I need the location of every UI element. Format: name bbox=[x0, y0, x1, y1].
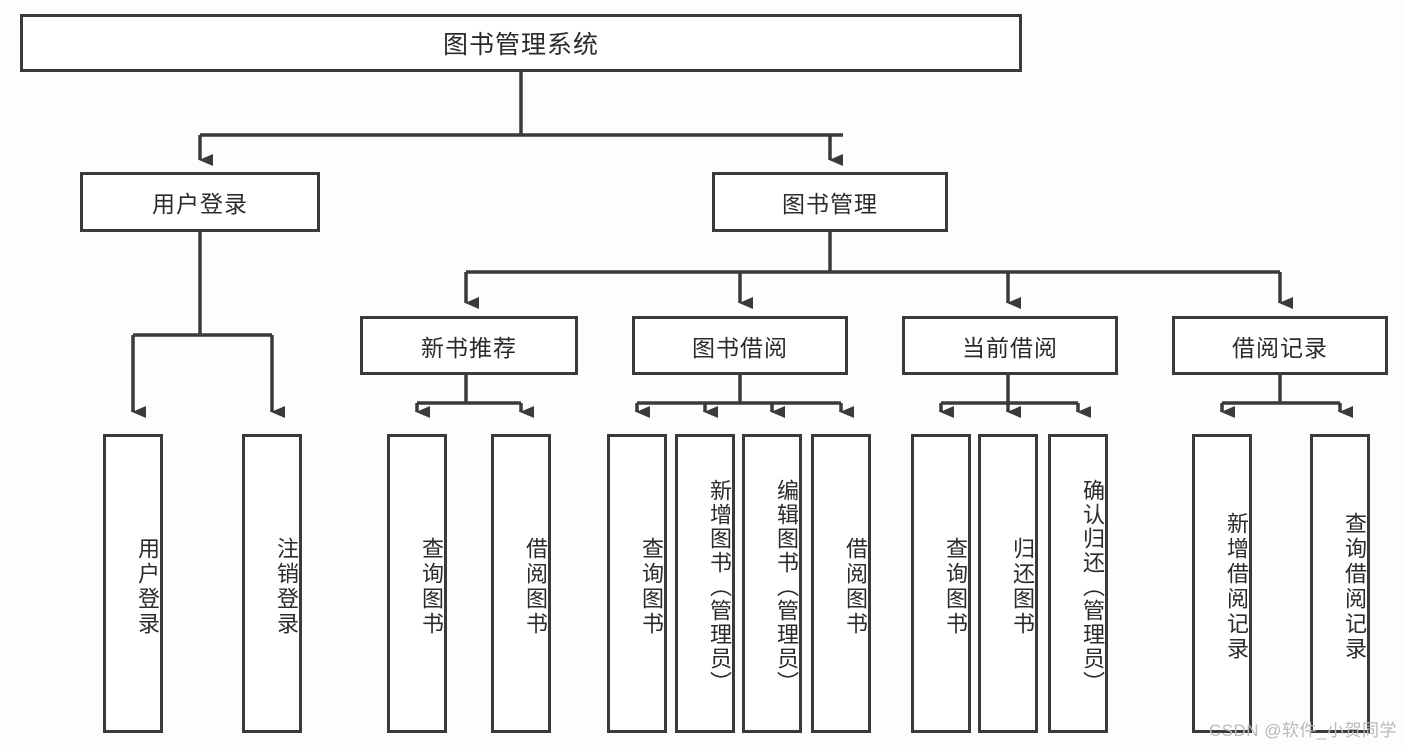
watermark: CSDN @软件_小贺同学 bbox=[1208, 721, 1397, 740]
leaf-borrow-book-recommend-label: 借阅图书 bbox=[523, 536, 548, 637]
leaf-return-book[interactable]: 归还图书 bbox=[978, 434, 1038, 733]
leaf-query-book-borrow-label: 查询图书 bbox=[639, 536, 664, 637]
leaf-confirm-return-admin[interactable]: 确认归还（管理员） bbox=[1048, 434, 1108, 733]
node-book-management[interactable]: 图书管理 bbox=[712, 172, 948, 232]
leaf-add-book-admin-label: 新增图书（管理员） bbox=[707, 478, 732, 695]
leaf-query-book-current[interactable]: 查询图书 bbox=[911, 434, 971, 733]
leaf-query-borrow-record-label: 查询借阅记录 bbox=[1342, 511, 1367, 662]
node-user-login[interactable]: 用户登录 bbox=[80, 172, 320, 232]
node-book-borrow[interactable]: 图书借阅 bbox=[632, 316, 848, 375]
node-user-login-label: 用户登录 bbox=[152, 191, 248, 217]
leaf-user-login[interactable]: 用户登录 bbox=[103, 434, 163, 733]
leaf-logout-label: 注销登录 bbox=[274, 536, 299, 637]
leaf-query-book-current-label: 查询图书 bbox=[943, 536, 968, 637]
node-borrow-record[interactable]: 借阅记录 bbox=[1172, 316, 1388, 375]
leaf-user-login-label: 用户登录 bbox=[135, 536, 160, 637]
leaf-borrow-book[interactable]: 借阅图书 bbox=[811, 434, 871, 733]
leaf-confirm-return-admin-label: 确认归还（管理员） bbox=[1080, 478, 1105, 695]
node-book-borrow-label: 图书借阅 bbox=[692, 334, 788, 361]
node-book-management-label: 图书管理 bbox=[782, 191, 878, 217]
leaf-query-book-borrow[interactable]: 查询图书 bbox=[607, 434, 667, 733]
leaf-edit-book-admin-label: 编辑图书（管理员） bbox=[774, 478, 799, 695]
node-root-label: 图书管理系统 bbox=[442, 31, 599, 59]
leaf-borrow-book-label: 借阅图书 bbox=[843, 536, 868, 637]
leaf-return-book-label: 归还图书 bbox=[1010, 536, 1035, 637]
node-root[interactable]: 图书管理系统 bbox=[20, 14, 1022, 72]
node-new-book-recommend[interactable]: 新书推荐 bbox=[360, 316, 578, 375]
node-new-book-recommend-label: 新书推荐 bbox=[421, 334, 517, 361]
leaf-query-book-recommend[interactable]: 查询图书 bbox=[387, 434, 447, 733]
leaf-query-borrow-record[interactable]: 查询借阅记录 bbox=[1310, 434, 1370, 733]
node-current-borrow-label: 当前借阅 bbox=[962, 334, 1058, 361]
leaf-add-borrow-record[interactable]: 新增借阅记录 bbox=[1192, 434, 1252, 733]
leaf-borrow-book-recommend[interactable]: 借阅图书 bbox=[491, 434, 551, 733]
leaf-logout[interactable]: 注销登录 bbox=[242, 434, 302, 733]
node-current-borrow[interactable]: 当前借阅 bbox=[902, 316, 1118, 375]
leaf-edit-book-admin[interactable]: 编辑图书（管理员） bbox=[742, 434, 802, 733]
node-borrow-record-label: 借阅记录 bbox=[1232, 334, 1328, 361]
leaf-add-borrow-record-label: 新增借阅记录 bbox=[1224, 511, 1249, 662]
leaf-query-book-recommend-label: 查询图书 bbox=[419, 536, 444, 637]
leaf-add-book-admin[interactable]: 新增图书（管理员） bbox=[675, 434, 735, 733]
